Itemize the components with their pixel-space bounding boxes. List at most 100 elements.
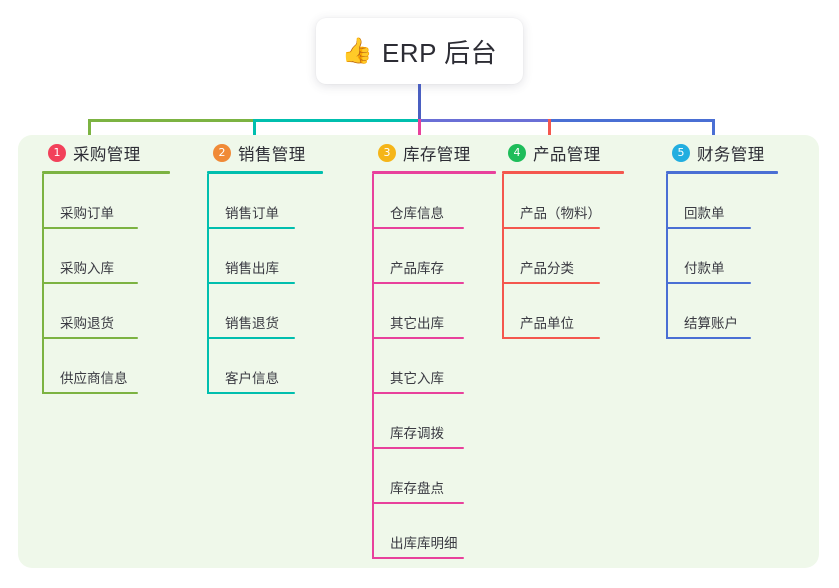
branch-item-underline bbox=[372, 502, 464, 504]
branch-index-badge: 5 bbox=[672, 144, 690, 162]
branch-item[interactable]: 其它入库 bbox=[372, 339, 496, 394]
branch-header-5[interactable]: 5 财务管理 bbox=[654, 135, 778, 171]
branch-title: 采购管理 bbox=[73, 146, 141, 164]
connector-bus-segment-3 bbox=[418, 119, 550, 122]
branch-trunk bbox=[502, 174, 504, 339]
branch-column-4: 4 产品管理产品（物料） 产品分类产品单位 bbox=[490, 135, 624, 339]
branch-item-label: 客户信息 bbox=[225, 371, 279, 386]
branch-item[interactable]: 销售订单 bbox=[207, 174, 323, 229]
branch-item-label: 销售出库 bbox=[225, 261, 279, 276]
branch-item-label: 供应商信息 bbox=[60, 371, 128, 386]
branch-underline bbox=[207, 171, 323, 174]
branch-item-label: 出库库明细 bbox=[390, 536, 458, 551]
branch-item-label: 库存调拨 bbox=[390, 426, 444, 441]
branch-item[interactable]: 仓库信息 bbox=[372, 174, 496, 229]
branch-item[interactable]: 回款单 bbox=[666, 174, 778, 229]
branch-item[interactable]: 出库库明细 bbox=[372, 504, 496, 559]
branch-item-underline bbox=[372, 557, 464, 559]
branch-title: 库存管理 bbox=[403, 146, 471, 164]
branch-item-label: 产品库存 bbox=[390, 261, 444, 276]
branches-panel: 1 采购管理采购订单采购入库采购退货供应商信息 2 销售管理销售订单销售出库销售退货客… bbox=[18, 135, 819, 568]
branch-item[interactable]: 产品库存 bbox=[372, 229, 496, 284]
branch-item[interactable]: 销售退货 bbox=[207, 284, 323, 339]
branch-item-underline bbox=[372, 282, 464, 284]
branch-title: 销售管理 bbox=[238, 146, 306, 164]
branch-item-underline bbox=[372, 392, 464, 394]
branch-item-label: 库存盘点 bbox=[390, 481, 444, 496]
branch-index-badge: 4 bbox=[508, 144, 526, 162]
branch-item[interactable]: 产品（物料） bbox=[502, 174, 624, 229]
branch-underline bbox=[502, 171, 624, 174]
branch-item[interactable]: 产品分类 bbox=[502, 229, 624, 284]
branch-item-label: 采购入库 bbox=[60, 261, 114, 276]
branch-item[interactable]: 库存盘点 bbox=[372, 449, 496, 504]
branch-item[interactable]: 销售出库 bbox=[207, 229, 323, 284]
branch-item-label: 采购退货 bbox=[60, 316, 114, 331]
branch-item[interactable]: 结算账户 bbox=[666, 284, 778, 339]
connector-root-stem bbox=[418, 84, 421, 122]
branch-item-label: 产品单位 bbox=[520, 316, 574, 331]
branch-item[interactable]: 采购退货 bbox=[42, 284, 170, 339]
branch-header-2[interactable]: 2 销售管理 bbox=[195, 135, 323, 171]
branch-column-5: 5 财务管理回款单付款单结算账户 bbox=[654, 135, 778, 339]
branch-items: 回款单付款单结算账户 bbox=[666, 174, 778, 339]
branch-item-label: 回款单 bbox=[684, 206, 725, 221]
branch-item-underline bbox=[42, 337, 138, 339]
branch-trunk bbox=[666, 174, 668, 339]
branch-underline bbox=[666, 171, 778, 174]
branch-items: 销售订单销售出库销售退货客户信息 bbox=[207, 174, 323, 394]
branch-item-underline bbox=[42, 227, 138, 229]
branch-item-label: 销售订单 bbox=[225, 206, 279, 221]
branch-trunk bbox=[42, 174, 44, 394]
branch-items: 产品（物料） 产品分类产品单位 bbox=[502, 174, 624, 339]
branch-item[interactable]: 采购订单 bbox=[42, 174, 170, 229]
branch-underline bbox=[372, 171, 496, 174]
branch-items: 采购订单采购入库采购退货供应商信息 bbox=[42, 174, 170, 394]
branch-item-underline bbox=[502, 337, 600, 339]
branch-item-label: 其它入库 bbox=[390, 371, 444, 386]
branch-item-underline bbox=[372, 337, 464, 339]
branch-underline bbox=[42, 171, 170, 174]
branch-item-underline bbox=[502, 282, 600, 284]
branch-item-underline bbox=[666, 282, 751, 284]
branch-item-underline bbox=[207, 227, 295, 229]
branch-item[interactable]: 付款单 bbox=[666, 229, 778, 284]
branch-item-underline bbox=[502, 227, 600, 229]
connector-bus-segment-2 bbox=[253, 119, 420, 122]
branch-column-1: 1 采购管理采购订单采购入库采购退货供应商信息 bbox=[30, 135, 170, 394]
branch-item-label: 产品分类 bbox=[520, 261, 574, 276]
branch-item[interactable]: 供应商信息 bbox=[42, 339, 170, 394]
branch-title: 财务管理 bbox=[697, 146, 765, 164]
branch-item-underline bbox=[207, 337, 295, 339]
branch-item-label: 结算账户 bbox=[684, 316, 738, 331]
branch-item[interactable]: 库存调拨 bbox=[372, 394, 496, 449]
connector-drop-4 bbox=[548, 119, 551, 148]
branch-trunk bbox=[207, 174, 209, 394]
branch-header-4[interactable]: 4 产品管理 bbox=[490, 135, 624, 171]
branch-header-1[interactable]: 1 采购管理 bbox=[30, 135, 170, 171]
branch-items: 仓库信息产品库存其它出库其它入库库存调拨库存盘点出库库明细 bbox=[372, 174, 496, 559]
connector-drop-3 bbox=[418, 119, 421, 148]
branch-item-underline bbox=[42, 392, 138, 394]
branch-item-underline bbox=[207, 392, 295, 394]
branch-index-badge: 1 bbox=[48, 144, 66, 162]
root-node-label: ERP 后台 bbox=[381, 37, 498, 68]
branch-item-underline bbox=[207, 282, 295, 284]
branch-item-label: 其它出库 bbox=[390, 316, 444, 331]
branch-item-label: 销售退货 bbox=[225, 316, 279, 331]
branch-item-label: 仓库信息 bbox=[390, 206, 444, 221]
branch-item-label: 采购订单 bbox=[60, 206, 114, 221]
branch-item[interactable]: 产品单位 bbox=[502, 284, 624, 339]
branch-item-underline bbox=[372, 227, 464, 229]
branch-index-badge: 2 bbox=[213, 144, 231, 162]
branch-title: 产品管理 bbox=[533, 146, 601, 164]
branch-trunk bbox=[372, 174, 374, 559]
branch-item-underline bbox=[42, 282, 138, 284]
branch-item[interactable]: 采购入库 bbox=[42, 229, 170, 284]
branch-item[interactable]: 客户信息 bbox=[207, 339, 323, 394]
branch-item[interactable]: 其它出库 bbox=[372, 284, 496, 339]
connector-drop-1 bbox=[88, 119, 91, 148]
root-node-erp-backend[interactable]: 👍 ERP 后台 bbox=[316, 18, 523, 84]
